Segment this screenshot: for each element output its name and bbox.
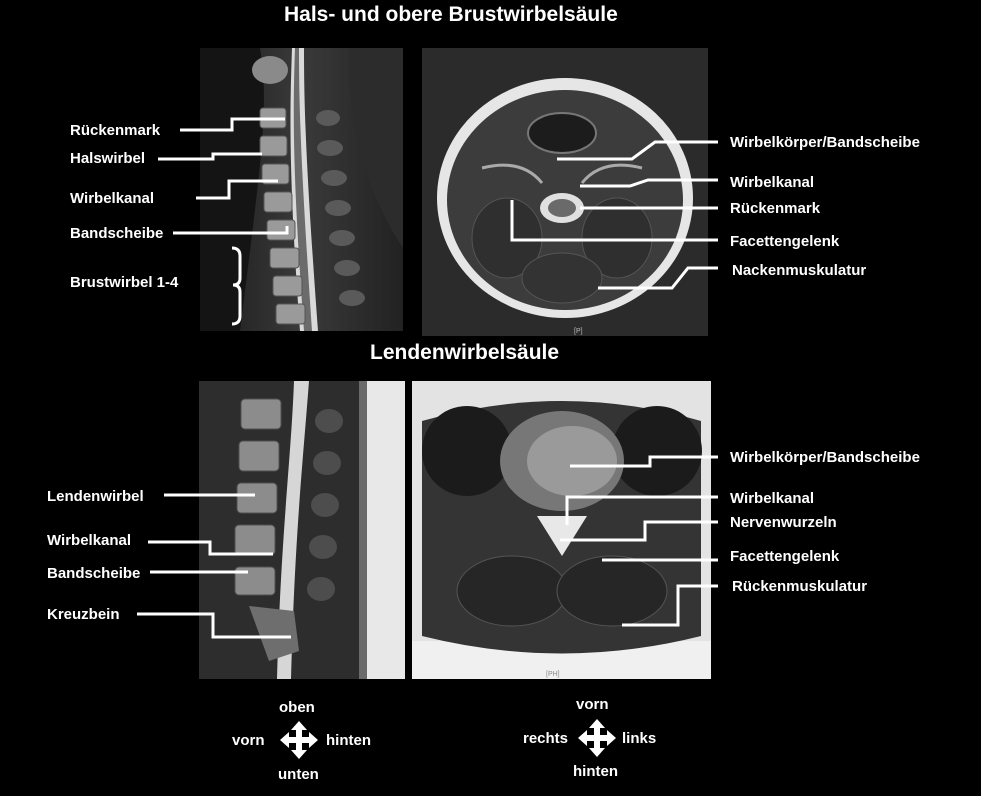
cervical-axial-corner-mark: [P] <box>574 328 583 335</box>
label-halswirbel: Halswirbel <box>70 150 146 167</box>
title-lumbar: Lendenwirbelsäule <box>370 341 560 364</box>
lumbar-sagittal-mri-image <box>199 381 405 679</box>
label-nervenwurzeln: Nervenwurzeln <box>730 514 837 531</box>
label-wirbelkanal-cervical-axial: Wirbelkanal <box>730 174 815 191</box>
orientation-top-label: vorn <box>576 696 609 713</box>
lumbar-axial-mri-image: [PH] <box>412 381 711 679</box>
label-brustwirbel: Brustwirbel 1-4 <box>70 274 179 291</box>
label-kreuzbein: Kreuzbein <box>47 606 120 623</box>
label-facettengelenk-cervical: Facettengelenk <box>730 233 840 250</box>
four-way-arrow-icon <box>578 719 616 757</box>
lumbar-axial-corner-mark: [PH] <box>546 671 560 678</box>
orientation-top-label: oben <box>279 699 315 716</box>
orientation-left-label: rechts <box>523 730 569 747</box>
label-lendenwirbel: Lendenwirbel <box>47 488 144 505</box>
label-wirbelkoerper-lumbar-axial: Wirbelkörper/Bandscheibe <box>730 449 920 466</box>
four-way-arrow-icon <box>280 721 318 759</box>
orientation-bottom-label: hinten <box>573 763 618 780</box>
cervical-sagittal-mri-image <box>200 48 403 331</box>
orientation-right-label: links <box>622 730 657 747</box>
cervical-axial-mri-image: [P] <box>422 48 708 336</box>
label-wirbelkanal-lumbar-axial: Wirbelkanal <box>730 490 815 507</box>
orientation-left-label: vorn <box>232 732 265 749</box>
label-bandscheibe-cervical: Bandscheibe <box>70 225 164 242</box>
orientation-bottom-label: unten <box>278 766 319 783</box>
label-wirbelkanal-lumbar-sagittal: Wirbelkanal <box>47 532 132 549</box>
title-cervical: Hals- und obere Brustwirbelsäule <box>284 3 618 26</box>
label-wirbelkanal-cervical-sagittal: Wirbelkanal <box>70 190 155 207</box>
label-rueckenmark-sagittal: Rückenmark <box>70 122 161 139</box>
orientation-right-label: hinten <box>326 732 371 749</box>
label-bandscheibe-lumbar: Bandscheibe <box>47 565 141 582</box>
label-rueckenmuskulatur: Rückenmuskulatur <box>732 578 868 595</box>
label-rueckenmark-axial: Rückenmark <box>730 200 821 217</box>
label-nackenmuskulatur: Nackenmuskulatur <box>732 262 867 279</box>
label-facettengelenk-lumbar: Facettengelenk <box>730 548 840 565</box>
label-wirbelkoerper-cervical-axial: Wirbelkörper/Bandscheibe <box>730 134 920 151</box>
